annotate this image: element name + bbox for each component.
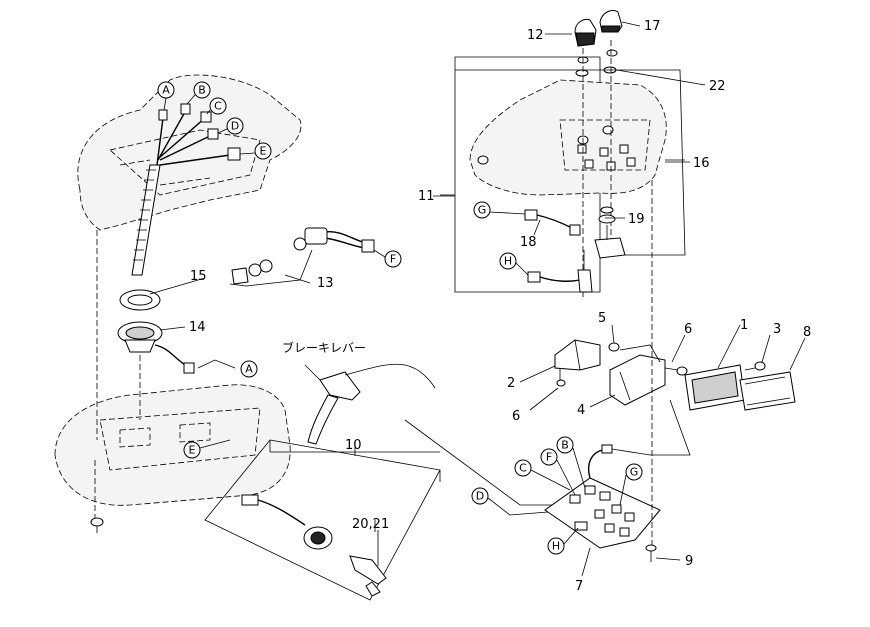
- brake-lever: [304, 363, 560, 506]
- leader-lines: [149, 21, 806, 577]
- svg-text:F: F: [390, 253, 396, 266]
- svg-text:C: C: [214, 100, 222, 113]
- svg-text:B: B: [561, 439, 569, 452]
- connector-c-top: C: [209, 97, 227, 115]
- connector-g-upper: G: [473, 201, 491, 219]
- connector-e-mid: E: [183, 441, 201, 459]
- cover-8: [739, 371, 796, 411]
- part-label-18: 18: [520, 235, 537, 250]
- connector-b-board: B: [556, 436, 574, 454]
- connector-h-board: H: [547, 537, 565, 555]
- box-10-ignition: [204, 439, 441, 601]
- svg-text:B: B: [198, 84, 206, 97]
- speaker-14: [117, 321, 195, 374]
- part-label-11: 11: [418, 189, 435, 204]
- display-1: [684, 364, 746, 411]
- part-label-8: 8: [803, 325, 811, 340]
- part-label-5: 5: [598, 311, 606, 326]
- bracket-4: [608, 342, 688, 406]
- svg-text:H: H: [504, 255, 512, 268]
- connector-h-upper: H: [499, 252, 517, 270]
- part-labels: 12 17 22 16 11 18 19 15 14 13 5 6 1 3 8 …: [189, 19, 811, 594]
- connector-b-top: B: [193, 81, 211, 99]
- part-label-15: 15: [190, 269, 207, 284]
- part-label-7: 7: [575, 579, 583, 594]
- svg-text:D: D: [476, 490, 484, 503]
- part-label-22: 22: [709, 79, 726, 94]
- connector-leaders: [163, 94, 627, 545]
- svg-text:A: A: [245, 363, 253, 376]
- part-label-4: 4: [577, 403, 585, 418]
- connector-d-board: D: [471, 487, 489, 505]
- part-label-6b: 6: [512, 409, 520, 424]
- ring-15: [119, 289, 161, 311]
- part-label-17: 17: [644, 19, 661, 34]
- part-label-19: 19: [628, 212, 645, 227]
- svg-text:E: E: [260, 145, 267, 158]
- part-label-20-21: 20,21: [352, 517, 389, 532]
- harness-h-upper: [527, 250, 593, 293]
- part-label-1: 1: [740, 318, 748, 333]
- circuit-board-7: [544, 399, 691, 549]
- svg-text:G: G: [630, 466, 639, 479]
- handlebar-lower-base: [54, 384, 291, 533]
- svg-text:A: A: [162, 84, 170, 97]
- box-11-switch-panel: [440, 56, 601, 293]
- connector-f-top: F: [384, 250, 402, 268]
- svg-text:E: E: [189, 444, 196, 457]
- connector-d-top: D: [226, 117, 244, 135]
- part-label-16: 16: [693, 156, 710, 171]
- svg-text:D: D: [231, 120, 239, 133]
- part-label-9: 9: [685, 554, 693, 569]
- part-label-13: 13: [317, 276, 334, 291]
- switch-16: [594, 69, 686, 259]
- switch-housing-upper: [469, 79, 667, 196]
- connector-labels: A B C D E F A E G H B C F G D H: [157, 81, 643, 555]
- part-label-2: 2: [507, 376, 515, 391]
- svg-text:H: H: [552, 540, 560, 553]
- svg-text:G: G: [478, 204, 487, 217]
- bracket-2: [554, 339, 601, 387]
- switch-13-assembly: [229, 227, 375, 287]
- knob-17: [599, 9, 623, 33]
- connector-c-board: C: [514, 459, 532, 477]
- part-label-3: 3: [773, 322, 781, 337]
- part-label-6a: 6: [684, 322, 692, 337]
- svg-text:C: C: [519, 462, 527, 475]
- harness-18: [524, 209, 581, 236]
- connector-f-board: F: [540, 448, 558, 466]
- connector-g-board: G: [625, 463, 643, 481]
- brake-lever-label: ブレーキレバー: [282, 340, 366, 355]
- knob-12: [574, 19, 597, 47]
- connector-e-top: E: [254, 142, 272, 160]
- connector-a-mid: A: [240, 360, 258, 378]
- handlebar-upper-cover: [77, 74, 302, 231]
- part-label-12: 12: [527, 28, 544, 43]
- connector-a-top: A: [157, 81, 175, 99]
- part-label-10: 10: [345, 438, 362, 453]
- wire-harness: [131, 103, 241, 276]
- svg-text:F: F: [546, 451, 552, 464]
- screw-3: [744, 361, 766, 371]
- screw-9: [645, 544, 657, 562]
- part-label-14: 14: [189, 320, 206, 335]
